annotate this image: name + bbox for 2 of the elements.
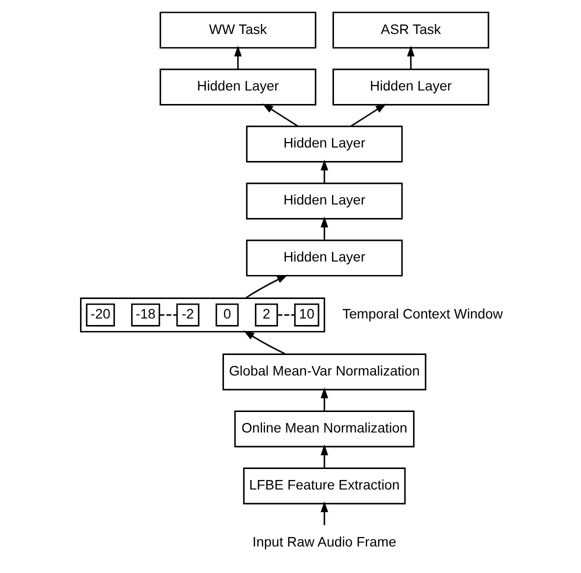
node-text: Input Raw Audio Frame [252,534,396,550]
node-label: Temporal Context Window [342,306,502,322]
